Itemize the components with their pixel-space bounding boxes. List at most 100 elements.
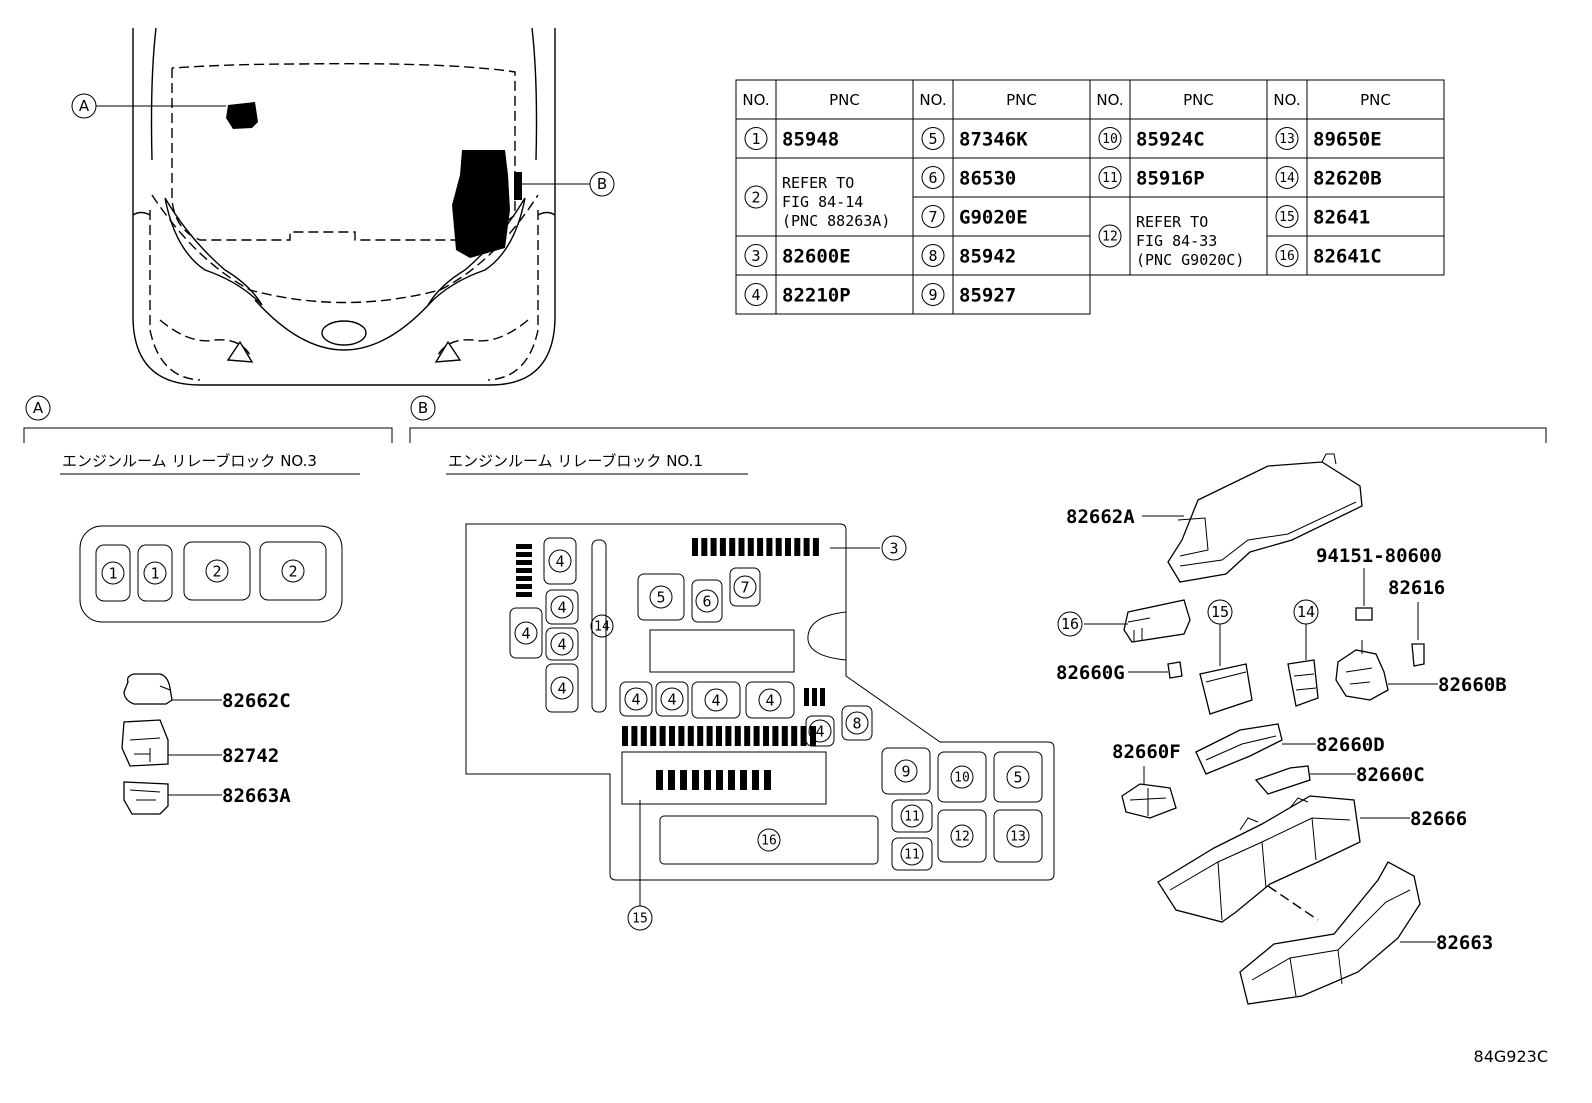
table-pnc-16: 82641C [1313,246,1382,268]
b-slot-11a-label: 11 [900,804,924,828]
table-header-no: NO. [1273,91,1300,109]
b-slot-11b-label-number: 11 [904,848,920,863]
b-slot-5b [993,751,1043,803]
table-no-5: 5 [921,127,945,150]
b-slot-13-label: 13 [1006,824,1030,848]
car-front-view [96,27,590,386]
table-no-3-number: 3 [751,247,760,265]
table-no-16: 16 [1275,244,1299,267]
table-pnc-10: 85924C [1136,129,1205,151]
label-82742: 82742 [222,745,279,767]
table-no-16-number: 16 [1279,249,1295,264]
a-slot-0-label-number: 1 [108,564,117,582]
b-slot-9 [881,747,931,795]
table-note-2-1: FIG 84-14 [782,193,863,211]
label-no14: 14 [1297,603,1315,621]
table-no-9: 9 [921,283,945,306]
part-82660D: 82660D [1195,723,1385,775]
a-slot-1-label: 1 [143,561,167,585]
b-slot-4g-label-number: 4 [667,690,676,708]
table-no-13: 13 [1275,127,1299,150]
table-no-6: 6 [921,166,945,189]
b-slot-5a-label-number: 5 [656,588,665,606]
relay-block-no3-layout: 1 1 2 2 [95,541,327,602]
part-82666: 82666 [1157,795,1467,923]
part-82662C: 82662C [123,673,291,712]
a-slot-3 [259,541,327,601]
part-82663A: 82663A [123,781,291,815]
b-slot-4i-label: 4 [758,688,782,712]
b-slot-15 [621,751,827,805]
label-82662C: 82662C [222,690,291,712]
table-pnc-7: G9020E [959,207,1028,229]
table-pnc-1: 85948 [782,129,839,151]
table-pnc-11: 85916P [1136,168,1205,190]
b-slot-11a [891,799,933,833]
a-slot-3-label: 2 [281,559,305,583]
b-slot-10 [937,751,987,803]
callout-3-number: 3 [889,539,898,557]
table-no-5-number: 5 [928,130,937,148]
b-slot-4a [543,537,577,585]
table-no-7: 7 [921,205,945,228]
b-slot-4f-label: 4 [624,687,648,711]
b-slot-14-label-number: 14 [594,620,610,635]
table-header-pnc: PNC [1360,91,1391,109]
fuse-row-15 [656,770,771,790]
b-slot-5b-label-number: 5 [1013,768,1022,786]
b-slot-5b-label: 5 [1006,765,1030,789]
part-82616: 82616 [1388,577,1445,667]
table-no-1: 1 [744,127,768,150]
table-no-13-number: 13 [1279,132,1295,147]
a-slot-1 [137,544,173,602]
table-no-1-number: 1 [751,130,760,148]
part-82742: 82742 [121,719,279,767]
table-note-12-2: (PNC G9020C) [1136,251,1244,269]
b-slot-11b [891,837,933,871]
table-no-11-number: 11 [1102,171,1118,186]
callout-b-label: B [597,175,607,193]
b-slot-4i-label-number: 4 [765,691,774,709]
b-slot-4i [745,681,795,719]
b-slot-7-label: 7 [733,575,757,599]
a-slot-0 [95,544,131,602]
b-slot-4f [619,681,653,717]
callout-b-car: B [589,171,615,197]
table-pnc-13: 89650E [1313,129,1382,151]
part-82663: 82663 [1239,861,1493,1005]
b-slot-4g [655,681,689,717]
relay-block-b-location [452,150,510,258]
part-82660B: 82660B [1335,640,1507,701]
label-82662A: 82662A [1066,506,1135,528]
part-94151-80600: 94151-80600 [1316,545,1442,621]
fuse-column-left [516,544,532,597]
section-a-callout: A [33,399,44,417]
b-slot-5a-label: 5 [649,585,673,609]
table-no-11: 11 [1098,166,1122,189]
table-pnc-8: 85942 [959,246,1016,268]
table-header-no: NO. [919,91,946,109]
label-no15: 15 [1211,603,1229,621]
part-82660F: 82660F [1112,741,1181,819]
b-slot-4e-label-number: 4 [557,679,566,697]
label-82660D: 82660D [1316,734,1385,756]
table-header-pnc: PNC [1183,91,1214,109]
table-no-12: 12 [1098,224,1122,248]
b-slot-14-label: 14 [590,614,614,638]
fuse-row-3 [692,538,819,556]
table-pnc-6: 86530 [959,168,1016,190]
table-no-4-number: 4 [751,286,760,304]
table-no-15-number: 15 [1279,210,1295,225]
a-slot-2 [183,541,251,601]
b-slot-4b-label-number: 4 [521,624,530,642]
b-slot-11a-label-number: 11 [904,810,920,825]
b-slot-12-label-number: 12 [954,830,970,845]
table-pnc-15: 82641 [1313,207,1370,229]
b-slot-11b-label: 11 [900,842,924,866]
label-82616: 82616 [1388,577,1445,599]
a-slot-2-label: 2 [205,559,229,583]
figure-id: 84G923C [1474,1047,1548,1066]
